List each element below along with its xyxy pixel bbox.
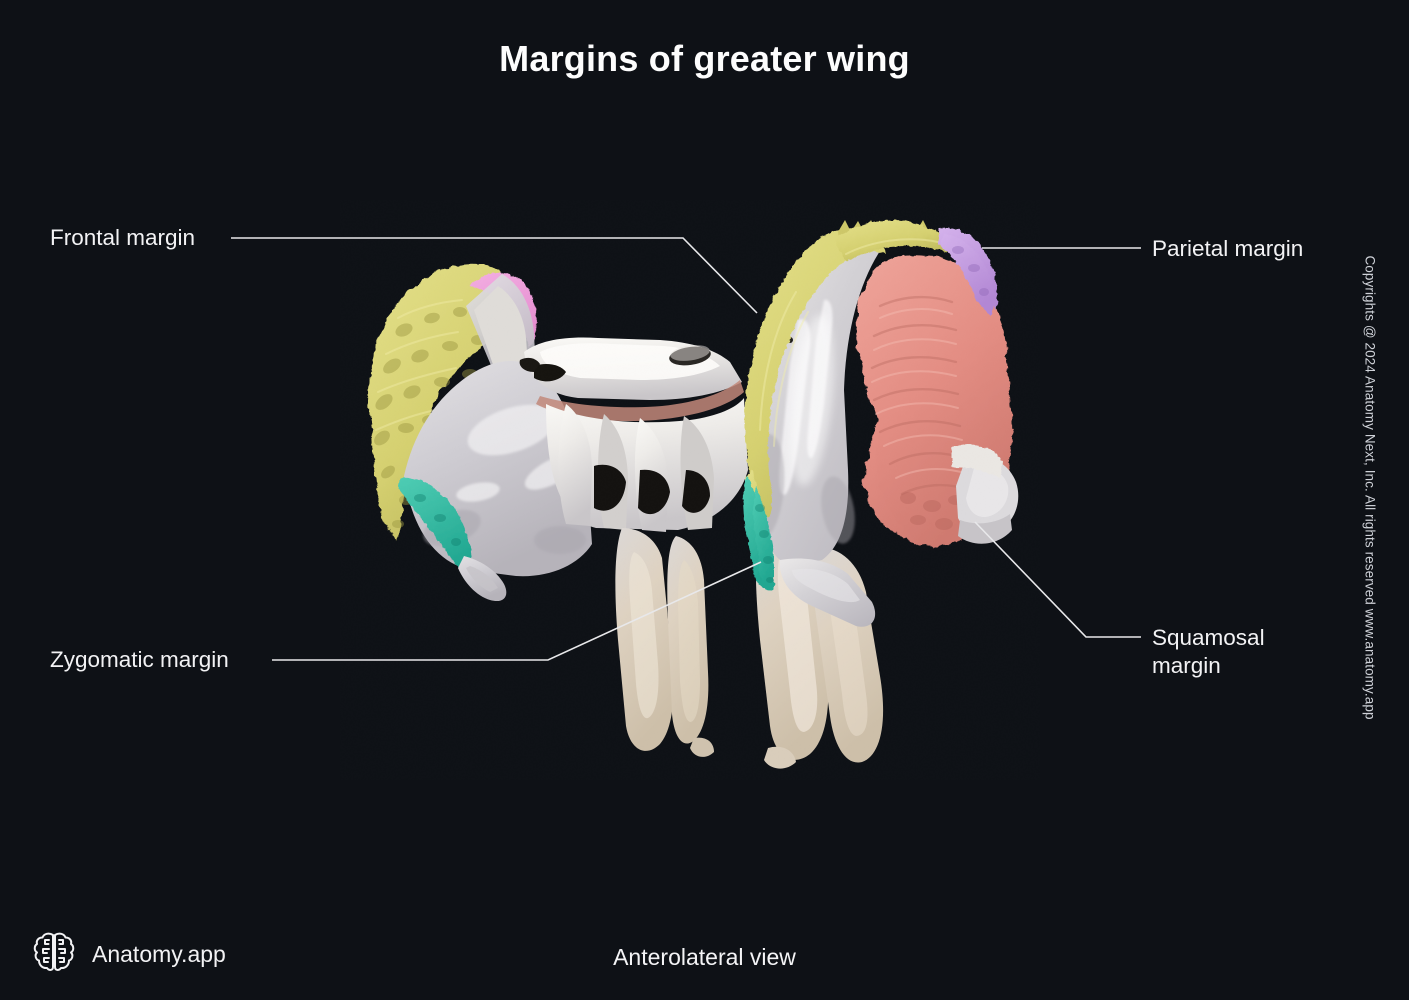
label-parietal-margin: Parietal margin bbox=[1152, 236, 1304, 261]
label-squamosal-margin: Squamosal margin bbox=[1152, 625, 1265, 678]
copyright-notice: Copyrights @ 2024 Anatomy Next, Inc. All… bbox=[1362, 255, 1378, 720]
label-frontal-margin: Frontal margin bbox=[50, 225, 196, 250]
page-title: Margins of greater wing bbox=[499, 38, 910, 79]
view-caption: Anterolateral view bbox=[613, 944, 796, 970]
logo-text: Anatomy.app bbox=[92, 941, 226, 967]
brain-icon bbox=[30, 928, 78, 981]
anatomy-app-logo[interactable]: Anatomy.app bbox=[30, 928, 226, 981]
label-zygomatic-margin: Zygomatic margin bbox=[50, 647, 229, 672]
